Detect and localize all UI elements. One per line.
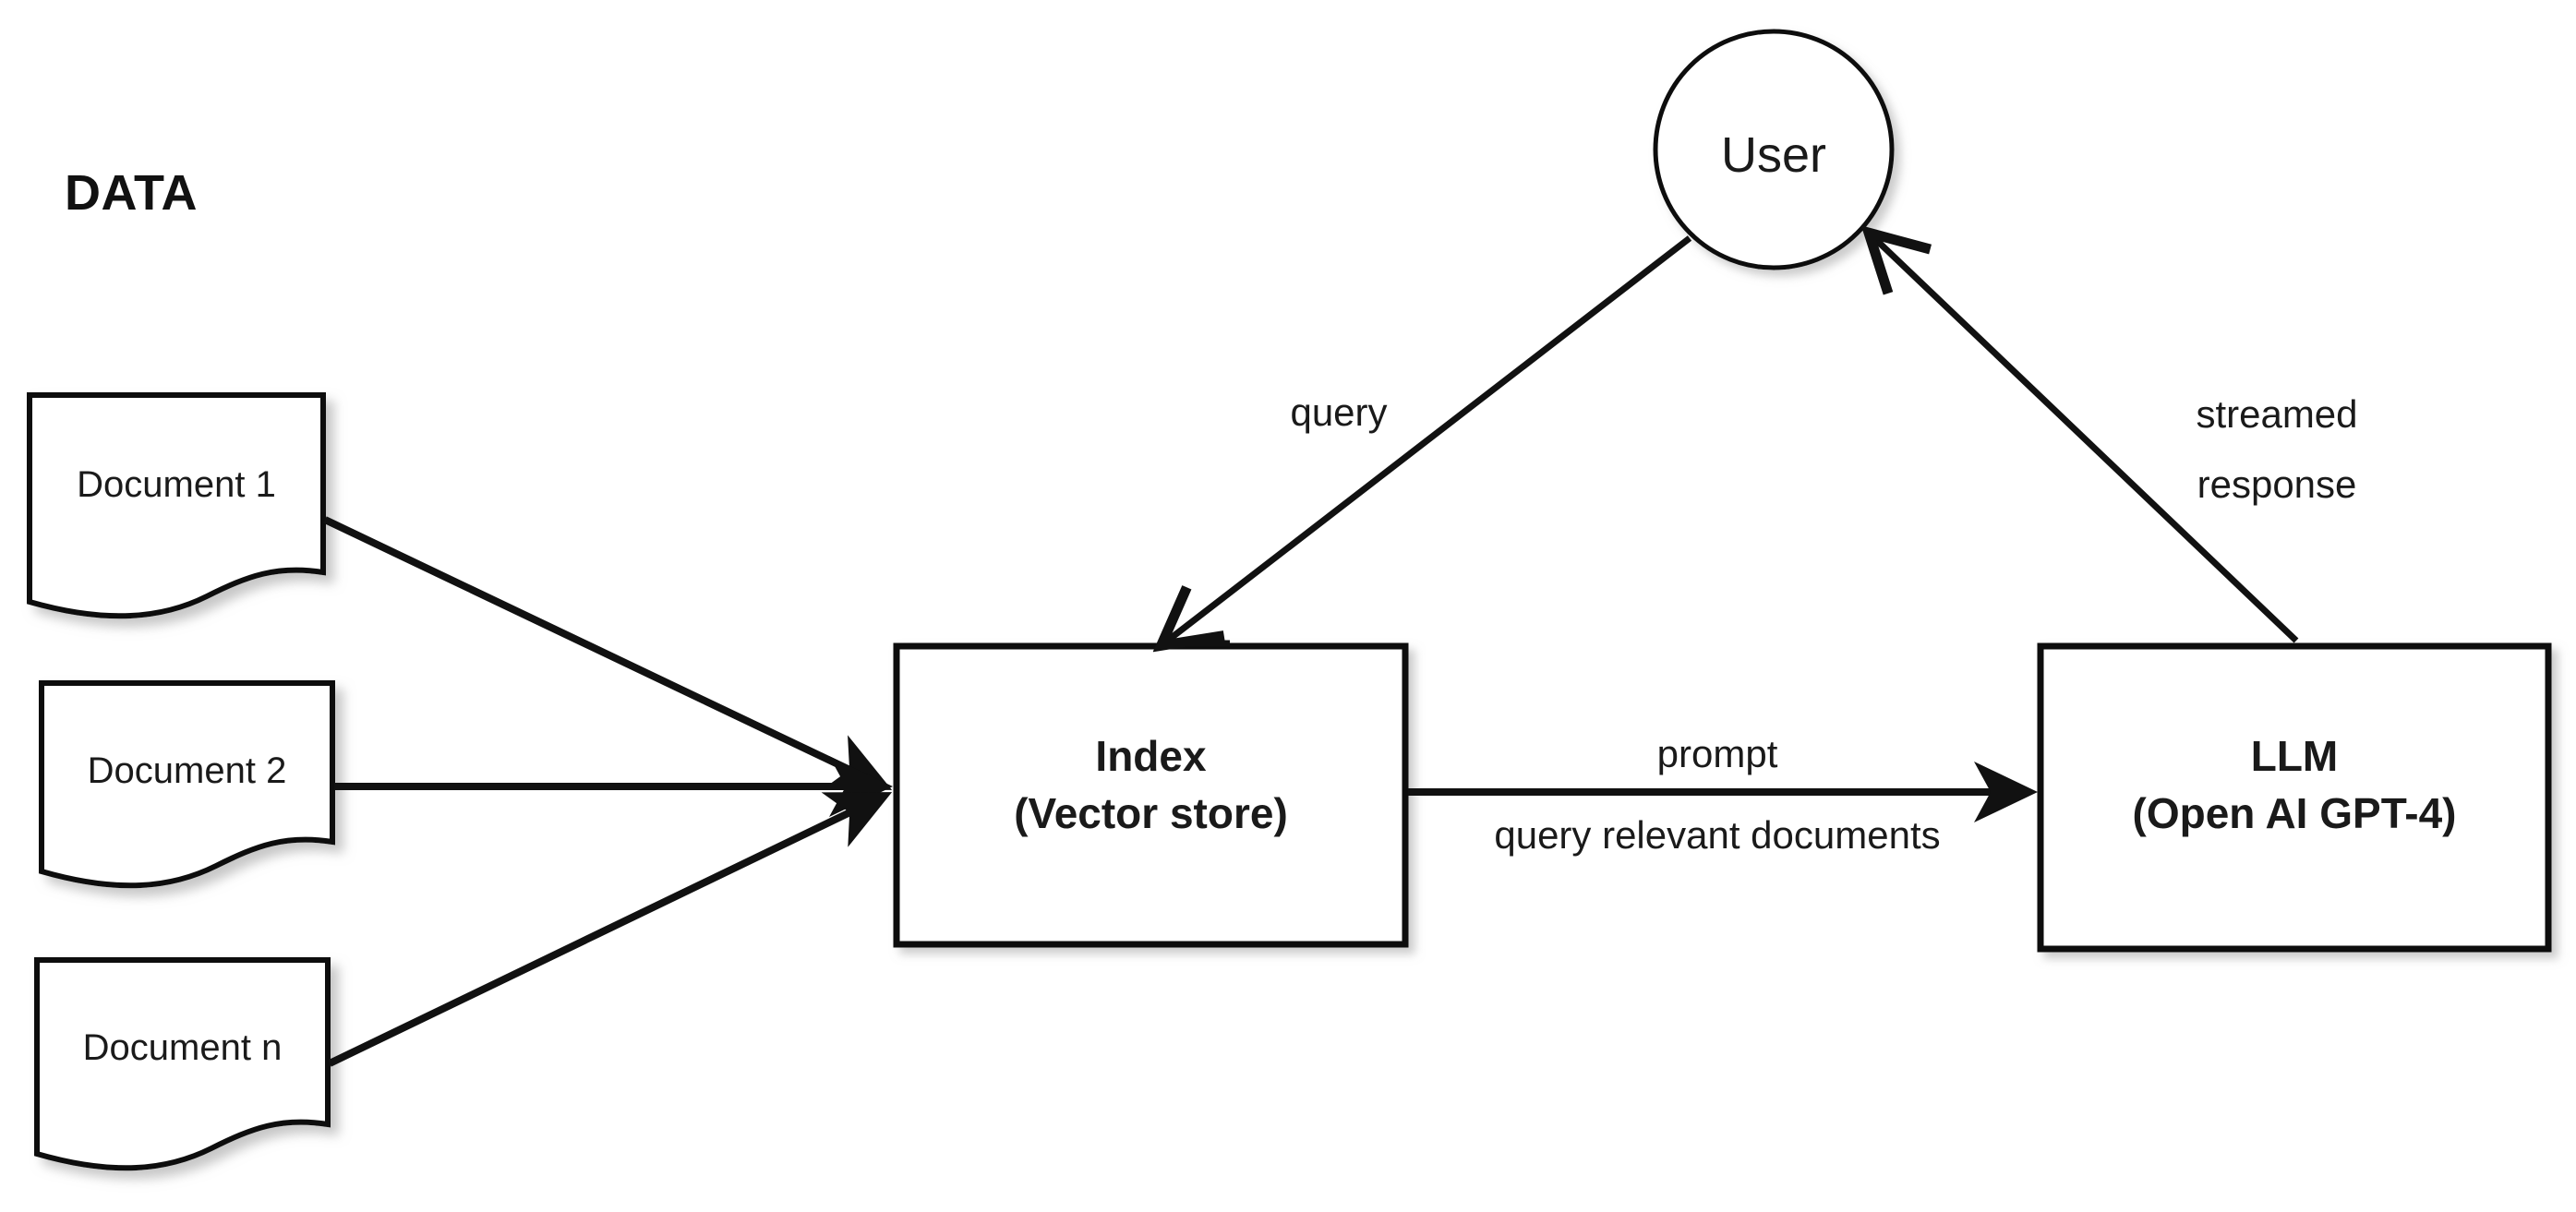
- edge-label-query: query: [1290, 390, 1388, 434]
- connector-llm-to-user-response: [1872, 236, 2299, 643]
- index-node-shape: [893, 642, 1409, 948]
- document-shape-n: [34, 957, 331, 1171]
- llm-node-shape: [2037, 642, 2552, 953]
- edge-label-prompt: prompt: [1656, 732, 1778, 775]
- edge-label-streamed-response-line1: streamed: [2196, 392, 2358, 436]
- document-shape-1: [27, 392, 326, 619]
- edge-label-streamed-response-line2: response: [2197, 462, 2357, 506]
- user-node-shape: [1653, 29, 1895, 270]
- connector-document1-to-index: [323, 516, 893, 790]
- connector-user-to-index-query: [1165, 235, 1692, 642]
- edge-label-query-relevant-documents: query relevant documents: [1494, 813, 1941, 857]
- document-shape-2: [39, 680, 335, 889]
- data-section-label: DATA: [65, 165, 198, 221]
- connector-documentn-to-index: [328, 792, 893, 1067]
